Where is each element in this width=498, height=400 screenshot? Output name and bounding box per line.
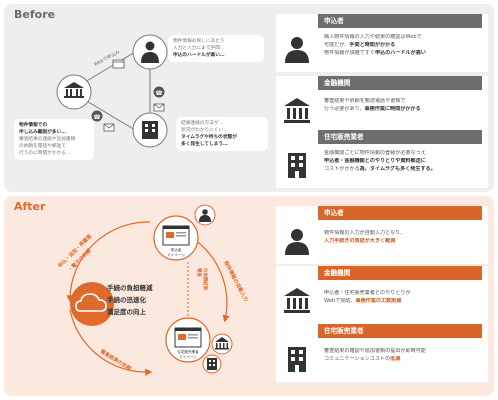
web-icon xyxy=(112,59,125,69)
card-line: コミュニケーションコストの低減 xyxy=(324,356,401,362)
phone-icon: ☎ xyxy=(153,86,165,98)
bubble-line: タイムラグや待ちの状態が xyxy=(181,135,237,140)
person-icon xyxy=(141,41,159,63)
bubble-line: 結果連絡の方法が… xyxy=(181,121,224,126)
card-title: 金融機関 xyxy=(318,76,482,90)
benefit-text: 満足度の向上 xyxy=(107,308,146,316)
browser-icon xyxy=(174,327,202,348)
person-icon xyxy=(285,229,309,255)
before-title: Before xyxy=(14,8,56,21)
bank-icon xyxy=(284,288,310,313)
bubble-line: 申込のハードルが高い… xyxy=(173,53,225,58)
svg-text:☎: ☎ xyxy=(155,90,163,97)
bubble-line: 審査結果の連絡や追加書類 xyxy=(19,137,76,142)
bubble-line: 状況がわかりにくい… xyxy=(181,128,228,133)
building-icon xyxy=(207,358,217,370)
finance-node xyxy=(56,74,92,110)
person-icon xyxy=(285,37,309,63)
phone-icon: ☎ xyxy=(91,110,103,122)
line-finance-applicant xyxy=(84,51,136,83)
line-finance-realestate xyxy=(84,99,136,131)
browser-icon xyxy=(162,225,190,246)
bank-icon xyxy=(215,337,229,350)
card-line: 申込者・住宅販売業者とのやりとりが xyxy=(324,290,411,296)
arc-top-left xyxy=(66,221,151,303)
arc-bottom-left xyxy=(69,309,153,376)
bubble-line: 多く発生してしまう… xyxy=(181,142,228,147)
after-card-realestate: 住宅販売業者 審査結果の確認や追加書類の提出が即時可能 コミュニケーションコスト… xyxy=(276,324,488,382)
before-card-realestate: 住宅販売業者 金融機関ごとに物件情報の登録が必要なうえ 申込者・金融機関とのやり… xyxy=(276,130,488,188)
bubble-line: 物件情報お探しにあたり xyxy=(173,39,225,44)
bubble-line: 入力と入力にまで手間… xyxy=(173,46,225,51)
after-card-finance: 金融機関 申込者・住宅販売業者とのやりとりが Webで完結、事務作業の工数削減 xyxy=(276,266,488,324)
screen-label: マイページ xyxy=(179,354,197,359)
card-title: 金融機関 xyxy=(318,266,482,280)
card-line: 行う必要があり、事務作業に時間がかかる xyxy=(324,106,421,112)
bubble-line: 物件情報での xyxy=(19,123,48,128)
card-line: 審査結果や依頼を郵送電話や書類で xyxy=(324,98,406,104)
after-card-applicant: 申込者 物件情報の入力が自動入力となり、 入力手続きの負担が大きく軽減 xyxy=(276,206,488,264)
card-line: コストがかかる為、タイムラグも多く発生する。 xyxy=(324,166,436,172)
card-line: 可能だが、手間と時間がかかる xyxy=(324,42,396,48)
flow-label-mid: の依頼結果 xyxy=(202,268,209,291)
svg-text:☎: ☎ xyxy=(93,114,101,121)
finance-bubble: 物件情報での 申し込み離脱が多い… 審査結果の連絡や追加書類 の依頼を電話や郵送… xyxy=(14,119,94,160)
card-line: 購入物件情報の入力や結果の確認はWebで xyxy=(324,34,422,40)
applicant-bubble: 物件情報お探しにあたり 入力と入力にまで手間… 申込のハードルが高い… xyxy=(168,35,264,62)
card-title: 申込者 xyxy=(318,14,482,28)
mail-icon xyxy=(153,103,165,112)
card-title: 住宅販売業者 xyxy=(318,130,482,144)
card-line: 入力手続きの負担が大きく軽減 xyxy=(324,238,396,244)
cloud-icon xyxy=(75,293,107,312)
person-icon xyxy=(199,209,211,222)
realestate-bubble: 結果連絡の方法が… 状況がわかりにくい… タイムラグや待ちの状態が 多く発生して… xyxy=(176,117,268,151)
card-title: 申込者 xyxy=(318,206,482,220)
benefit-text: 手続の負担軽減 xyxy=(107,284,153,292)
card-line: 物件情報が煩雑ですぐ申込のハードルが高い xyxy=(324,50,426,56)
building-icon xyxy=(142,121,158,139)
building-icon xyxy=(288,153,306,178)
benefit-text: 手続の迅速化 xyxy=(107,296,146,304)
bank-icon xyxy=(284,98,310,123)
card-line: 審査結果の確認や追加書類の提出が即時可能 xyxy=(324,348,426,354)
before-card-finance: 金融機関 審査結果や依頼を郵送電話や書類で 行う必要があり、事務作業に時間がかか… xyxy=(276,76,488,134)
card-line: 申込者・金融機関とのやりとりや資料郵送に xyxy=(324,158,426,164)
before-card-applicant: 申込者 購入物件情報の入力や結果の確認はWebで 可能だが、手間と時間がかかる … xyxy=(276,14,488,72)
card-line: 物件情報の入力が自動入力となり、 xyxy=(324,230,406,236)
screen-label: 住宅販売業者 xyxy=(177,349,199,354)
after-title: After xyxy=(14,200,46,213)
flow-label-mid: 審査 xyxy=(196,267,203,277)
screen-label: 申込者 xyxy=(171,247,182,252)
card-line: Webで完結、事務作業の工数削減 xyxy=(324,298,402,304)
cloud-node xyxy=(70,282,114,326)
bubble-line: 行うのに時間がかかる… xyxy=(19,151,71,156)
bubble-line: 申し込み離脱が多い… xyxy=(19,130,66,135)
bank-icon xyxy=(64,82,84,98)
card-title: 住宅販売業者 xyxy=(318,324,482,338)
arc-right xyxy=(194,239,230,323)
screen-label: マイページ xyxy=(167,252,185,257)
mail-icon xyxy=(103,123,115,132)
building-icon xyxy=(288,347,306,372)
flow-label-bottom: 審査結果の依頼 xyxy=(98,347,133,373)
bubble-line: の依頼を電話や郵送で xyxy=(19,144,66,149)
card-line: 金融機関ごとに物件情報の登録が必要なうえ xyxy=(324,150,426,156)
